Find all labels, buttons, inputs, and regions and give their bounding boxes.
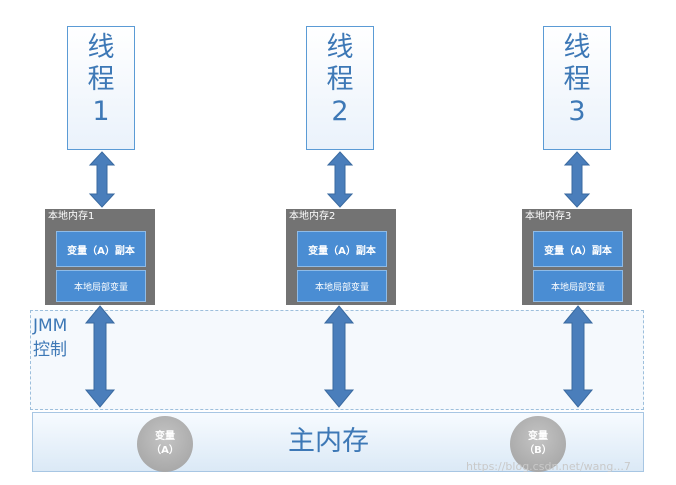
local-memory-1-local-variables: 本地局部变量 (56, 270, 146, 302)
thread-2-char-1: 线 (326, 32, 354, 63)
arrow-local-2-main (323, 305, 355, 408)
arrow-thread-3-local-3 (563, 151, 591, 208)
thread-2-char-2: 程 (326, 64, 354, 95)
variable-a-line-1: 变量 (155, 431, 175, 442)
variable-a-circle: 变量 （A） (137, 416, 193, 472)
local-memory-2-title: 本地内存2 (289, 211, 336, 222)
local-memory-3-title: 本地内存3 (525, 211, 572, 222)
watermark-text: https://blog.csdn.net/wang...7 (466, 460, 631, 473)
thread-1-char-1: 线 (87, 32, 115, 63)
local-memory-1-title: 本地内存1 (48, 211, 95, 222)
main-memory-label: 主内存 (288, 426, 369, 457)
variable-b-circle: 变量 （B） (510, 416, 566, 472)
arrow-thread-1-local-1 (88, 151, 116, 208)
thread-1-char-3: 1 (92, 96, 110, 127)
jmm-label-line-2: 控制 (33, 340, 67, 360)
variable-b-line-1: 变量 (528, 431, 548, 442)
thread-2-char-3: 2 (331, 96, 349, 127)
local-memory-2-variable-copy: 变量（A）副本 (297, 231, 387, 267)
arrow-local-1-main (84, 305, 116, 408)
thread-3-box: 线 程 3 (543, 26, 611, 150)
local-memory-2-local-variables: 本地局部变量 (297, 270, 387, 302)
arrow-thread-2-local-2 (326, 151, 354, 208)
local-memory-3: 本地内存3 变量（A）副本 本地局部变量 (522, 209, 632, 305)
jmm-label-line-1: JMM (33, 316, 68, 336)
local-memory-1-variable-copy: 变量（A）副本 (56, 231, 146, 267)
thread-3-char-2: 程 (563, 64, 591, 95)
thread-2-box: 线 程 2 (306, 26, 374, 150)
thread-3-char-3: 3 (568, 96, 586, 127)
local-memory-3-variable-copy: 变量（A）副本 (533, 231, 623, 267)
variable-b-line-2: （B） (524, 445, 552, 456)
thread-1-char-2: 程 (87, 64, 115, 95)
jmm-control-label: JMM 控制 (33, 314, 67, 362)
local-memory-3-local-variables: 本地局部变量 (533, 270, 623, 302)
variable-a-line-2: （A） (151, 445, 179, 456)
local-memory-1: 本地内存1 变量（A）副本 本地局部变量 (45, 209, 155, 305)
thread-3-char-1: 线 (563, 32, 591, 63)
local-memory-2: 本地内存2 变量（A）副本 本地局部变量 (286, 209, 396, 305)
thread-1-box: 线 程 1 (67, 26, 135, 150)
arrow-local-3-main (562, 305, 594, 408)
